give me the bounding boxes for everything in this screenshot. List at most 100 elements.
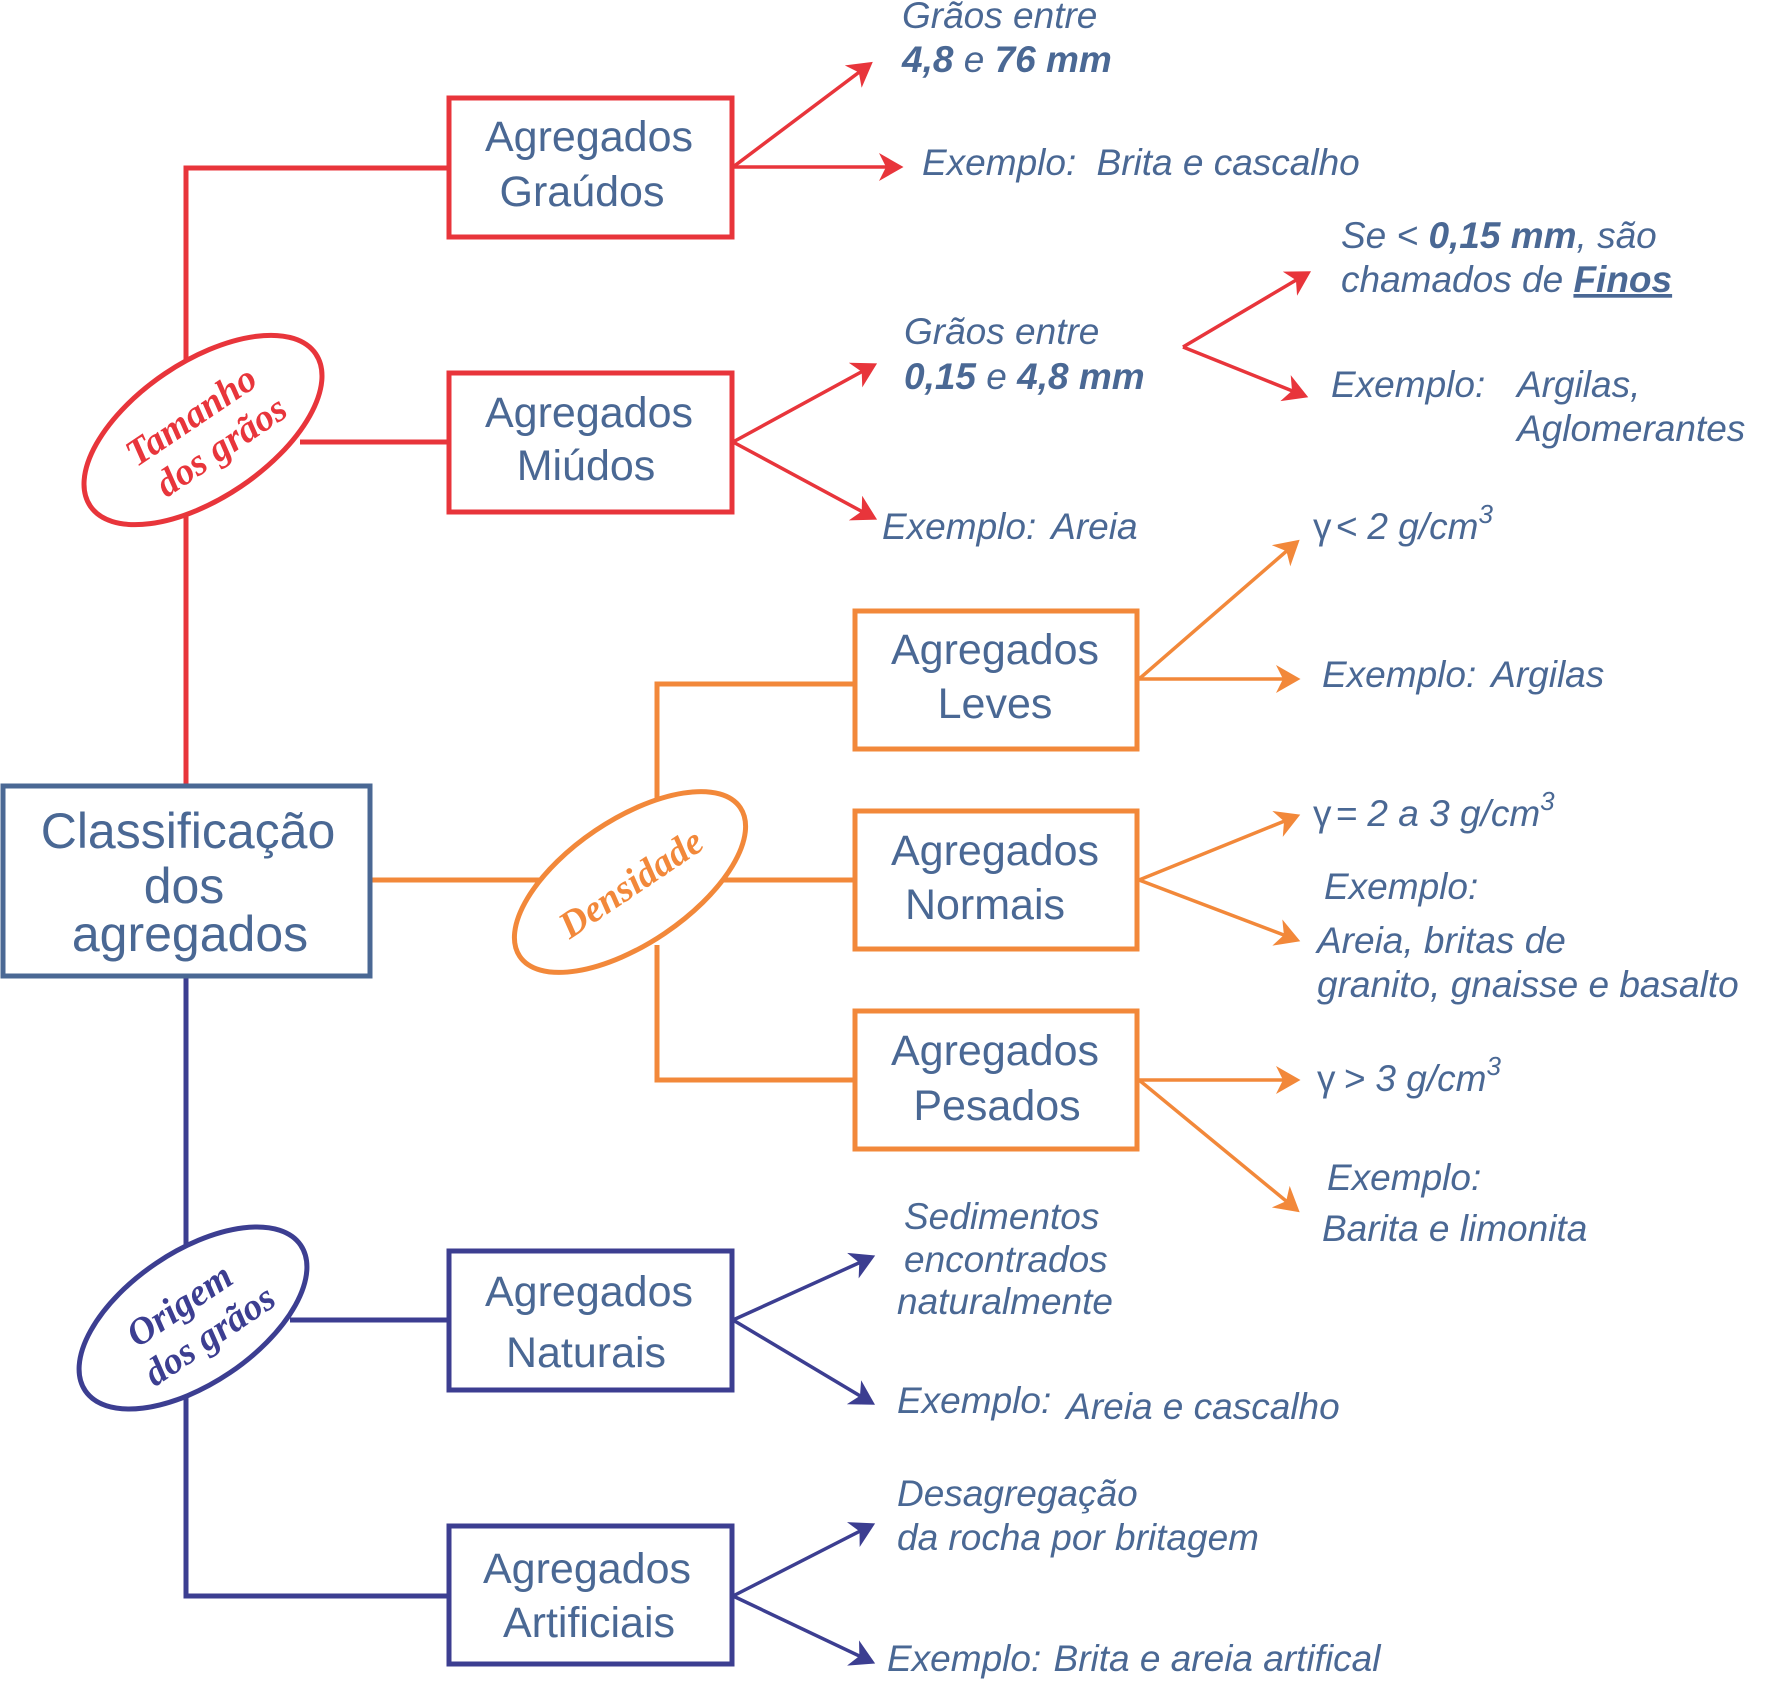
leaf-leves-density: γ< 2 g/cm3 [1313, 499, 1493, 547]
root-box [0, 783, 373, 979]
leves-line2: Leves [938, 680, 1053, 728]
naturais-example-label: Exemplo: [897, 1380, 1051, 1421]
category-density: Densidade [511, 789, 749, 975]
naturais-line2: Naturais [506, 1329, 666, 1377]
graudos-line2: Graúdos [500, 168, 665, 216]
graudos-range-max: 76 mm [995, 39, 1112, 80]
leaf-normais-example: Exemplo: Areia, britas de granito, gnais… [1315, 866, 1739, 1005]
density-ellipse [511, 789, 749, 975]
normais-box [852, 808, 1140, 952]
leves-density-exponent: 3 [1478, 499, 1493, 529]
artificiais-example-value: Brita e areia artifical [1054, 1638, 1383, 1679]
miudos-range-line1: Grãos entre [904, 311, 1099, 352]
arrow-pesados-example [1137, 1078, 1300, 1213]
normais-example-label: Exemplo: [1324, 866, 1478, 907]
miudos-range-min: 0,15 [904, 356, 977, 397]
miudos-example-value: Areia [1049, 506, 1137, 547]
finos-example-value1: Argilas, [1515, 364, 1640, 405]
graudos-box [446, 95, 735, 240]
naturais-desc-line3: naturalmente [897, 1281, 1113, 1322]
finos-line2: chamados de Finos [1341, 259, 1672, 300]
arrow-finos [1182, 271, 1312, 349]
normais-density-exponent: 3 [1540, 786, 1555, 816]
pesados-example-label: Exemplo: [1327, 1157, 1481, 1198]
pesados-box [852, 1008, 1140, 1152]
leaf-miudos-range: Grãos entre 0,15 e 4,8 mm [904, 311, 1145, 397]
leves-example-label: Exemplo: [1322, 654, 1476, 695]
normais-density-value: = 2 a 3 g/cm [1336, 793, 1541, 834]
leaf-graudos-example: Exemplo: Brita e cascalho [922, 142, 1360, 183]
leaf-naturais-example: Exemplo: Areia e cascalho [897, 1380, 1340, 1427]
gamma-symbol: γ [1313, 793, 1332, 834]
naturais-example-value: Areia e cascalho [1064, 1386, 1340, 1427]
graudos-line1: Agregados [485, 113, 693, 161]
box-miudos: Agregados Miúdos [446, 370, 735, 515]
naturais-box [446, 1248, 735, 1393]
gamma-symbol: γ [1313, 506, 1332, 547]
arrow-naturais-example [732, 1318, 876, 1405]
finos-line1: Se < 0,15 mm, são [1341, 215, 1657, 256]
graudos-range-line2: 4,8 e 76 mm [901, 39, 1112, 80]
leaf-graudos-range: Grãos entre 4,8 e 76 mm [901, 0, 1112, 80]
finos-suffix: , são [1577, 215, 1657, 256]
finos-line2-prefix: chamados de [1341, 259, 1573, 300]
box-normais: Agregados Normais [852, 808, 1140, 952]
normais-example-line3: granito, gnaisse e basalto [1317, 964, 1739, 1005]
artificiais-box [446, 1523, 735, 1667]
leaf-pesados-density: γ> 3 g/cm3 [1317, 1051, 1501, 1099]
miudos-box [446, 370, 735, 515]
leaf-finos-example: Exemplo: Argilas, Aglomerantes [1331, 364, 1745, 449]
normais-example-line2: Areia, britas de [1315, 920, 1566, 961]
leves-box [852, 608, 1140, 752]
miudos-example-label: Exemplo: [882, 506, 1036, 547]
miudos-range-max: 4,8 mm [1016, 356, 1145, 397]
artificiais-line1: Agregados [483, 1545, 691, 1593]
leaf-artificiais-desc: Desagregação da rocha por britagem [897, 1473, 1259, 1558]
leaf-leves-example: Exemplo: Argilas [1322, 654, 1604, 695]
graudos-range-and: e [953, 39, 994, 80]
arrow-artificiais-example [732, 1594, 876, 1666]
graudos-range-min: 4,8 [901, 39, 954, 80]
category-size: Tamanho dos grãos [81, 332, 325, 528]
size-branch-connectors [183, 165, 449, 785]
connector-root-to-graudos [183, 165, 449, 785]
naturais-desc-line2: encontrados [904, 1239, 1108, 1280]
finos-term: Finos [1573, 259, 1672, 300]
arrow-normais-density [1138, 810, 1301, 882]
graudos-example-label: Exemplo: [922, 142, 1076, 183]
artificiais-line2: Artificiais [503, 1599, 675, 1647]
arrow-miudos-range [732, 362, 878, 444]
origin-branch-connectors [183, 976, 449, 1599]
naturais-desc-line1: Sedimentos [904, 1196, 1099, 1237]
normais-line1: Agregados [891, 827, 1099, 875]
pesados-line2: Pesados [913, 1082, 1080, 1130]
leves-line1: Agregados [891, 626, 1099, 674]
normais-line2: Normais [905, 881, 1065, 929]
box-naturais: Agregados Naturais [446, 1248, 735, 1393]
root-label-line2: dos [144, 858, 225, 914]
pesados-example-line2: Barita e limonita [1322, 1208, 1587, 1249]
root-label-line3: agregados [72, 906, 308, 962]
box-pesados: Agregados Pesados [852, 1008, 1140, 1152]
miudos-range-line2: 0,15 e 4,8 mm [904, 356, 1145, 397]
finos-example-label: Exemplo: [1331, 364, 1485, 405]
graudos-example-value: Brita e cascalho [1097, 142, 1360, 183]
artificiais-desc-line2: da rocha por britagem [897, 1517, 1259, 1558]
gamma-symbol: γ [1317, 1058, 1336, 1099]
arrow-normais-example [1138, 878, 1301, 946]
arrow-miudos-example [732, 440, 878, 521]
arrow-finos-example [1182, 345, 1309, 402]
root-node: Classificação dos agregados [0, 783, 373, 979]
connector-density-to-leves [654, 681, 854, 820]
artificiais-desc-line1: Desagregação [897, 1473, 1138, 1514]
size-ellipse [81, 332, 325, 528]
arrow-naturais-desc [732, 1252, 876, 1322]
box-leves: Agregados Leves [852, 608, 1140, 752]
box-graudos: Agregados Graúdos [446, 95, 735, 240]
leaf-artificiais-example: Exemplo: Brita e areia artifical [887, 1638, 1382, 1679]
arrows [731, 61, 1312, 1666]
pesados-line1: Agregados [891, 1027, 1099, 1075]
miudos-range-and: e [976, 356, 1017, 397]
artificiais-example-label: Exemplo: [887, 1638, 1041, 1679]
